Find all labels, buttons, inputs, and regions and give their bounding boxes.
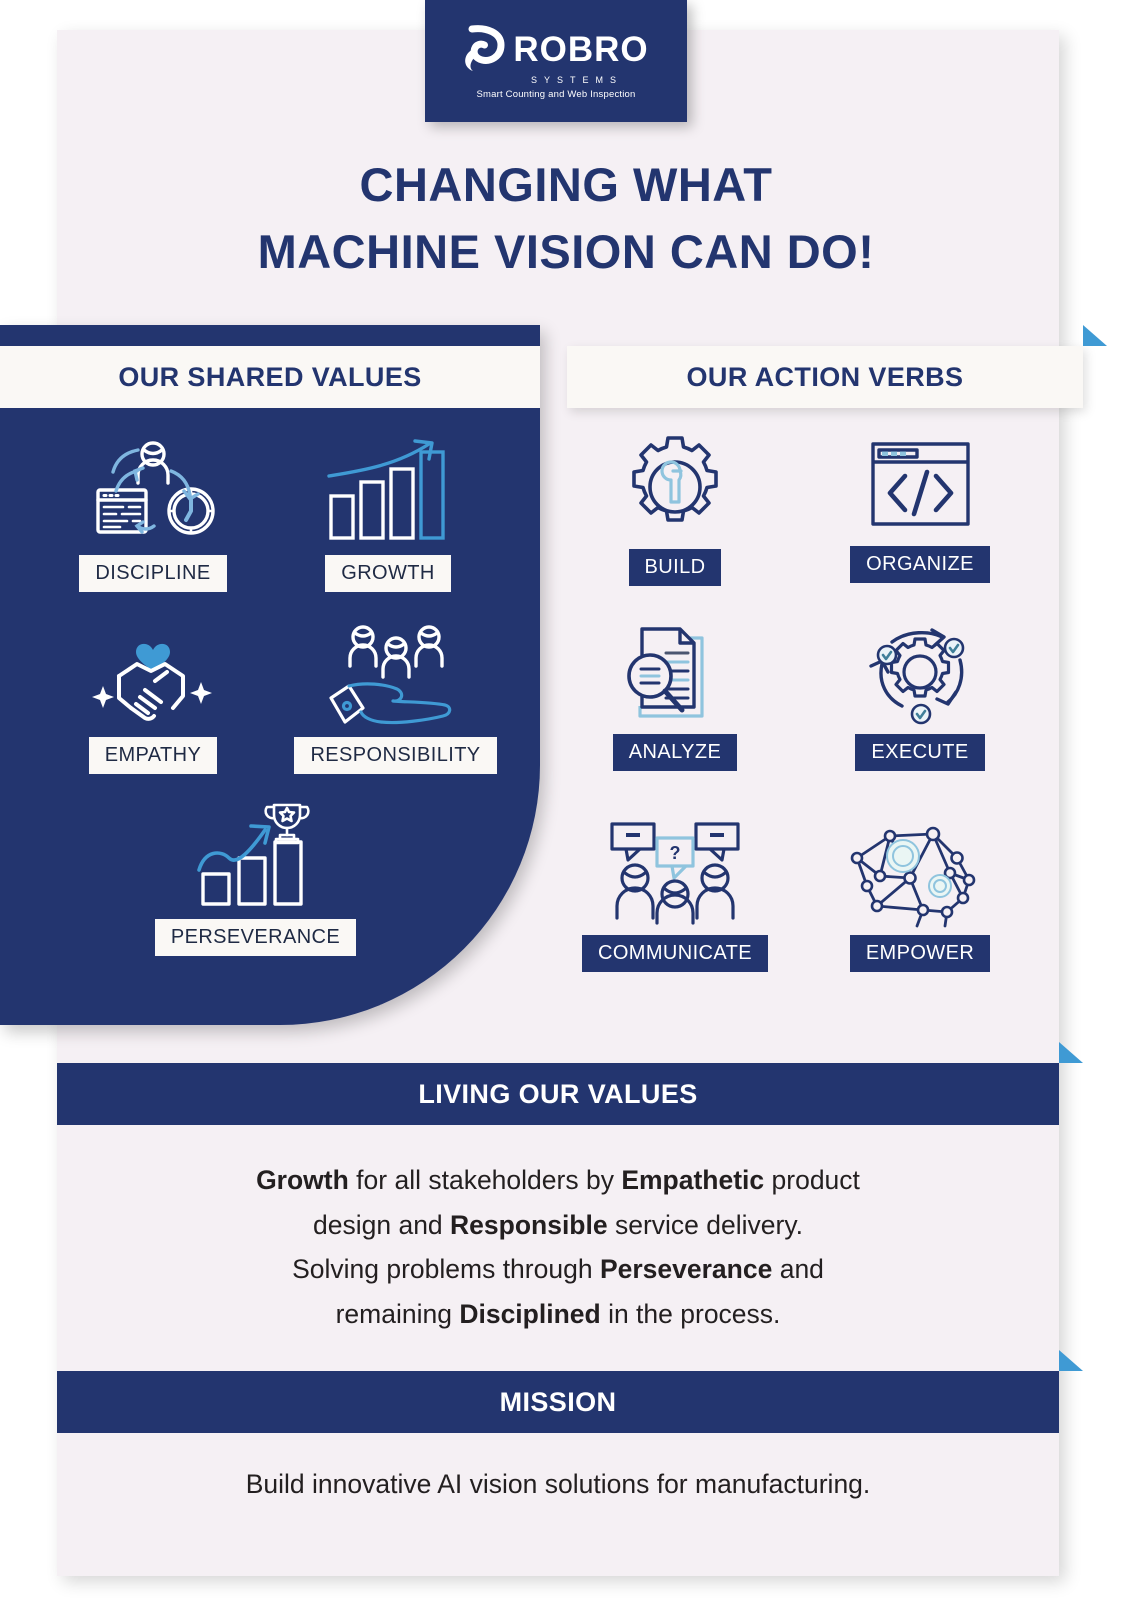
verb-tile-analyze: ANALYZE	[585, 620, 765, 771]
shared-values-panel: OUR SHARED VALUES	[0, 325, 540, 1025]
value-label-empathy: EMPATHY	[88, 737, 218, 774]
handshake-heart-icon	[83, 620, 223, 728]
verb-tile-communicate: ? COMMUNICATE	[565, 818, 785, 972]
living-our-values-heading: LIVING OUR VALUES	[418, 1078, 698, 1109]
people-on-hand-icon	[321, 620, 471, 728]
bars-trophy-icon	[181, 802, 331, 910]
living-our-values-body: Growth for all stakeholders by Empatheti…	[120, 1158, 996, 1336]
value-tile-growth: GROWTH	[288, 438, 488, 592]
brand-tagline: Smart Counting and Web Inspection	[476, 89, 636, 100]
value-tile-empathy: EMPATHY	[53, 620, 253, 774]
verb-label-build: BUILD	[628, 549, 722, 586]
corner-fold-icon	[1059, 1042, 1083, 1063]
people-speech-bubbles-icon: ?	[600, 818, 750, 926]
value-label-perseverance: PERSEVERANCE	[154, 919, 357, 956]
verb-label-analyze: ANALYZE	[612, 734, 738, 771]
brand-logo-block: ROBRO SYSTEMS Smart Counting and Web Ins…	[425, 0, 687, 122]
page-title: CHANGING WHAT MACHINE VISION CAN DO!	[0, 152, 1132, 285]
living-values-line: Solving problems through Perseverance an…	[292, 1254, 824, 1285]
page-title-line-1: CHANGING WHAT	[359, 158, 773, 211]
document-magnifier-icon	[620, 620, 730, 725]
brand-name: ROBRO	[513, 29, 649, 69]
living-values-line: remaining Disciplined in the process.	[335, 1298, 781, 1329]
verb-label-empower: EMPOWER	[849, 935, 991, 972]
living-values-line: design and Responsible service delivery.	[313, 1209, 803, 1240]
code-window-icon	[868, 432, 973, 537]
verb-tile-build: BUILD	[585, 435, 765, 586]
living-values-line: Growth for all stakeholders by Empatheti…	[256, 1165, 860, 1195]
svg-text:?: ?	[670, 843, 681, 863]
value-label-responsibility: RESPONSIBILITY	[294, 737, 497, 774]
verb-label-execute: EXECUTE	[855, 734, 985, 771]
value-label-discipline: DISCIPLINE	[79, 555, 227, 592]
growth-bar-chart-icon	[323, 438, 453, 546]
brain-network-gears-icon	[845, 818, 995, 928]
gear-arrows-check-icon	[860, 620, 980, 725]
verb-label-organize: ORGANIZE	[850, 546, 990, 583]
gear-wrench-icon	[620, 435, 730, 540]
mission-heading: MISSION	[499, 1386, 617, 1417]
corner-fold-icon	[1083, 325, 1107, 346]
verb-label-communicate: COMMUNICATE	[581, 935, 769, 972]
page-title-line-2: MACHINE VISION CAN DO!	[257, 224, 875, 278]
mission-banner: MISSION	[57, 1350, 1083, 1433]
value-tile-perseverance: PERSEVERANCE	[148, 802, 363, 956]
value-tile-responsibility: RESPONSIBILITY	[288, 620, 503, 774]
verb-tile-execute: EXECUTE	[830, 620, 1010, 771]
value-label-growth: GROWTH	[325, 555, 451, 592]
verb-tile-empower: EMPOWER	[830, 818, 1010, 972]
value-tile-discipline: DISCIPLINE	[53, 438, 253, 592]
living-our-values-banner: LIVING OUR VALUES	[57, 1042, 1083, 1125]
action-verbs-heading: OUR ACTION VERBS	[686, 361, 964, 392]
brand-subname: SYSTEMS	[530, 75, 623, 85]
action-verbs-heading-banner: OUR ACTION VERBS	[567, 325, 1107, 408]
shared-values-heading: OUR SHARED VALUES	[0, 346, 540, 408]
corner-fold-icon	[1059, 1350, 1083, 1371]
discipline-cycle-icon	[83, 438, 223, 546]
verb-tile-organize: ORGANIZE	[830, 432, 1010, 583]
robro-r-mark-icon	[463, 25, 507, 72]
mission-text: Build innovative AI vision solutions for…	[245, 1469, 871, 1499]
